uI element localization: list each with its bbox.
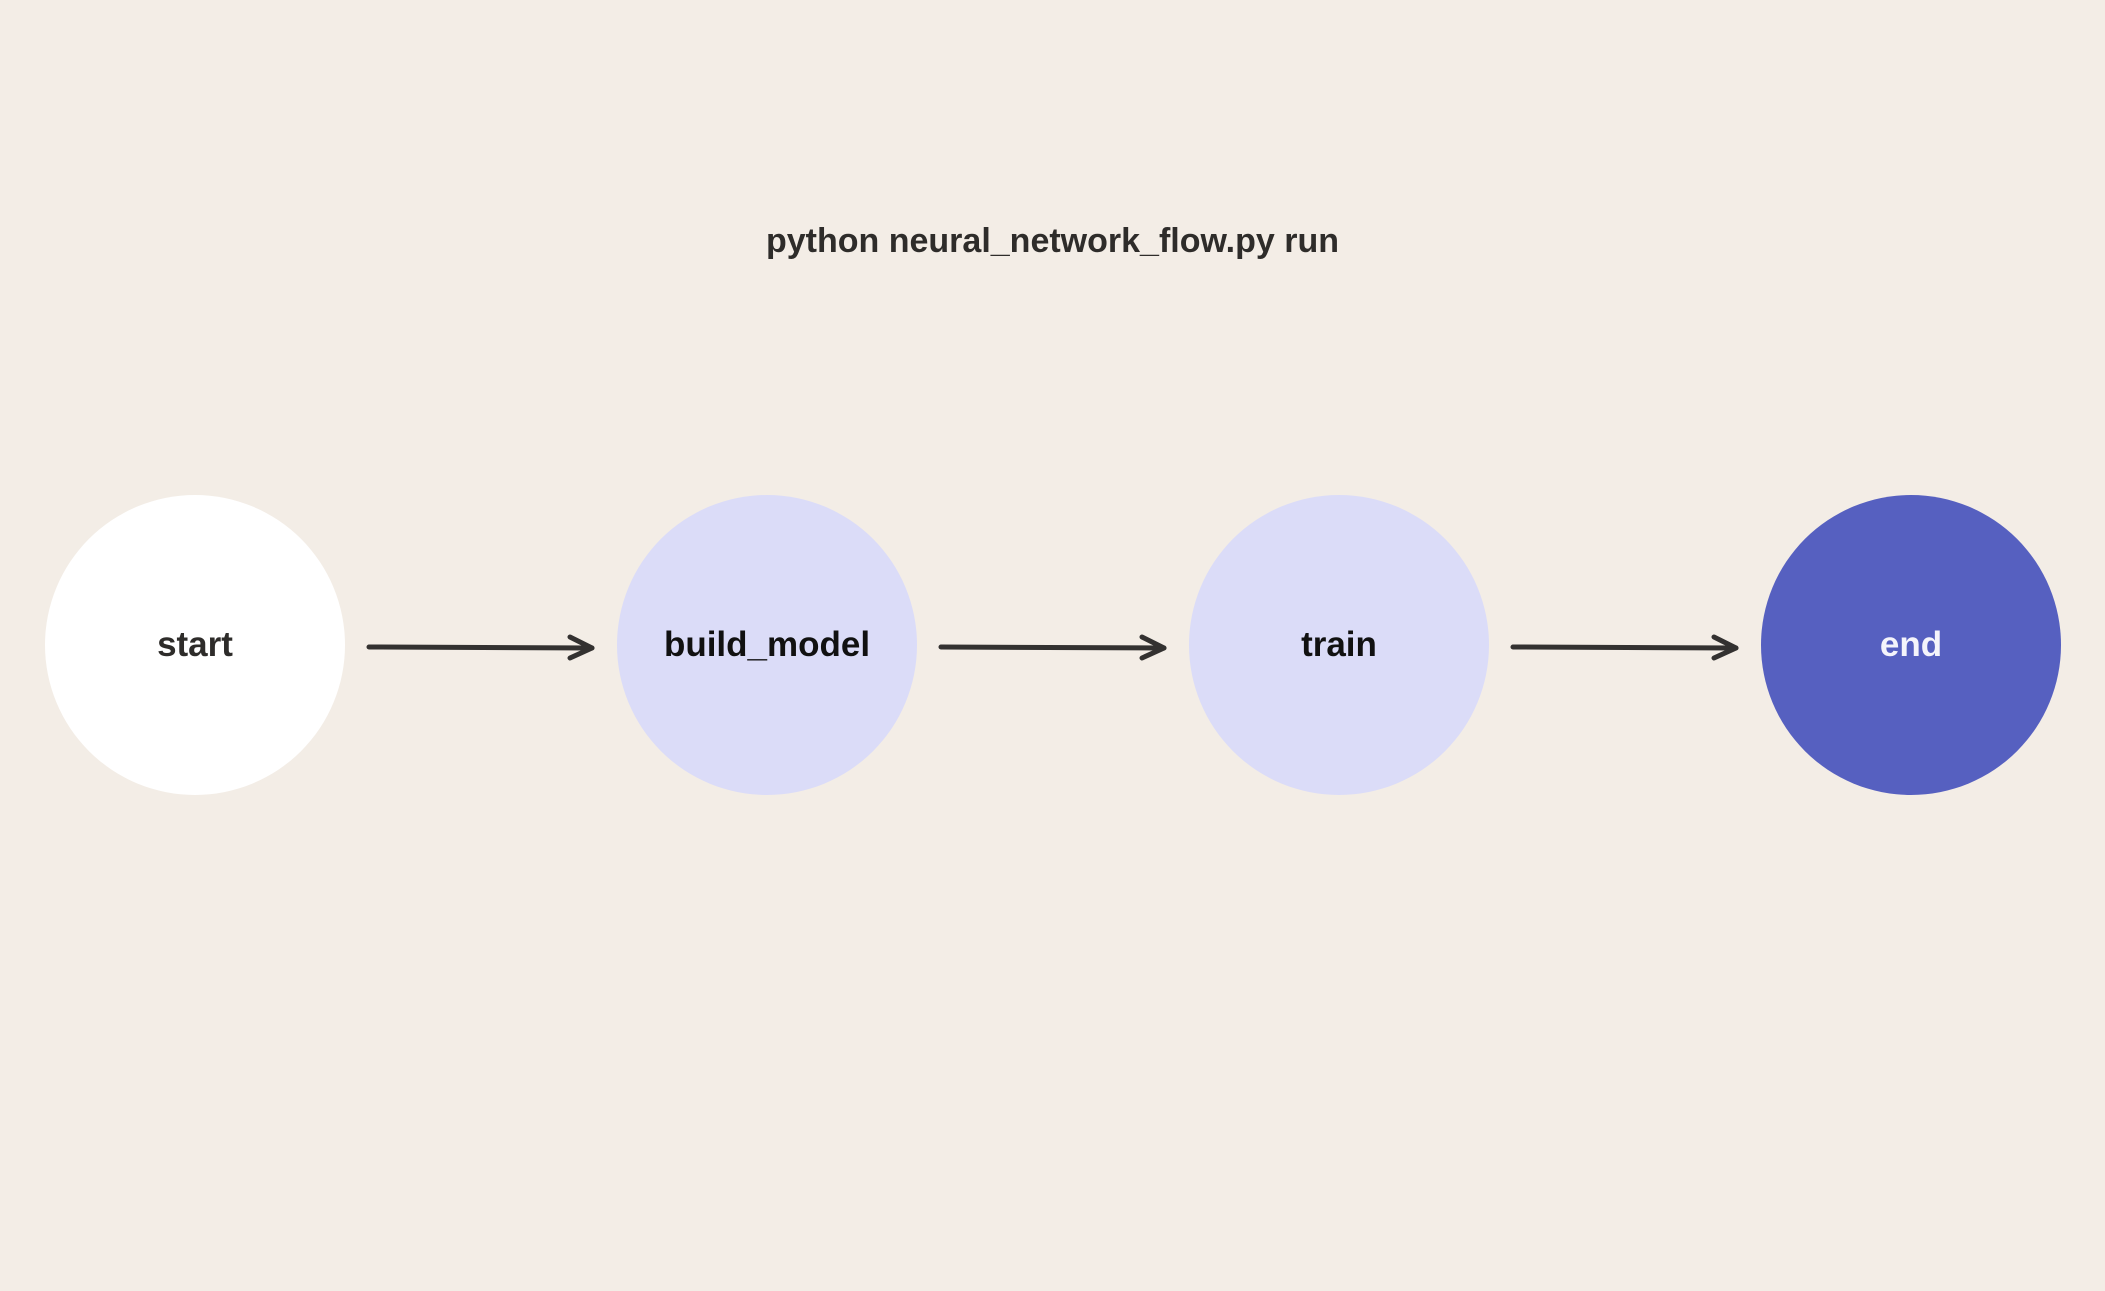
arrow-head: [1139, 634, 1167, 661]
arrow-line: [1510, 644, 1739, 651]
arrow-head: [567, 634, 595, 661]
arrow-line: [366, 644, 595, 651]
arrow-line: [938, 644, 1167, 651]
node-build-model[interactable]: build_model: [617, 495, 917, 795]
edge-train-to-end: [1510, 634, 1739, 661]
diagram-title: python neural_network_flow.py run: [765, 222, 1340, 260]
node-train[interactable]: train: [1189, 495, 1489, 795]
arrow-head: [1711, 634, 1739, 661]
edge-build-model-to-train: [938, 634, 1167, 661]
node-label: build_model: [663, 625, 871, 664]
node-label: train: [1301, 625, 1377, 664]
node-label: end: [1879, 625, 1943, 664]
node-label: start: [157, 625, 233, 664]
edge-start-to-build-model: [366, 634, 595, 661]
node-end[interactable]: end: [1761, 495, 2061, 795]
node-start[interactable]: start: [45, 495, 345, 795]
